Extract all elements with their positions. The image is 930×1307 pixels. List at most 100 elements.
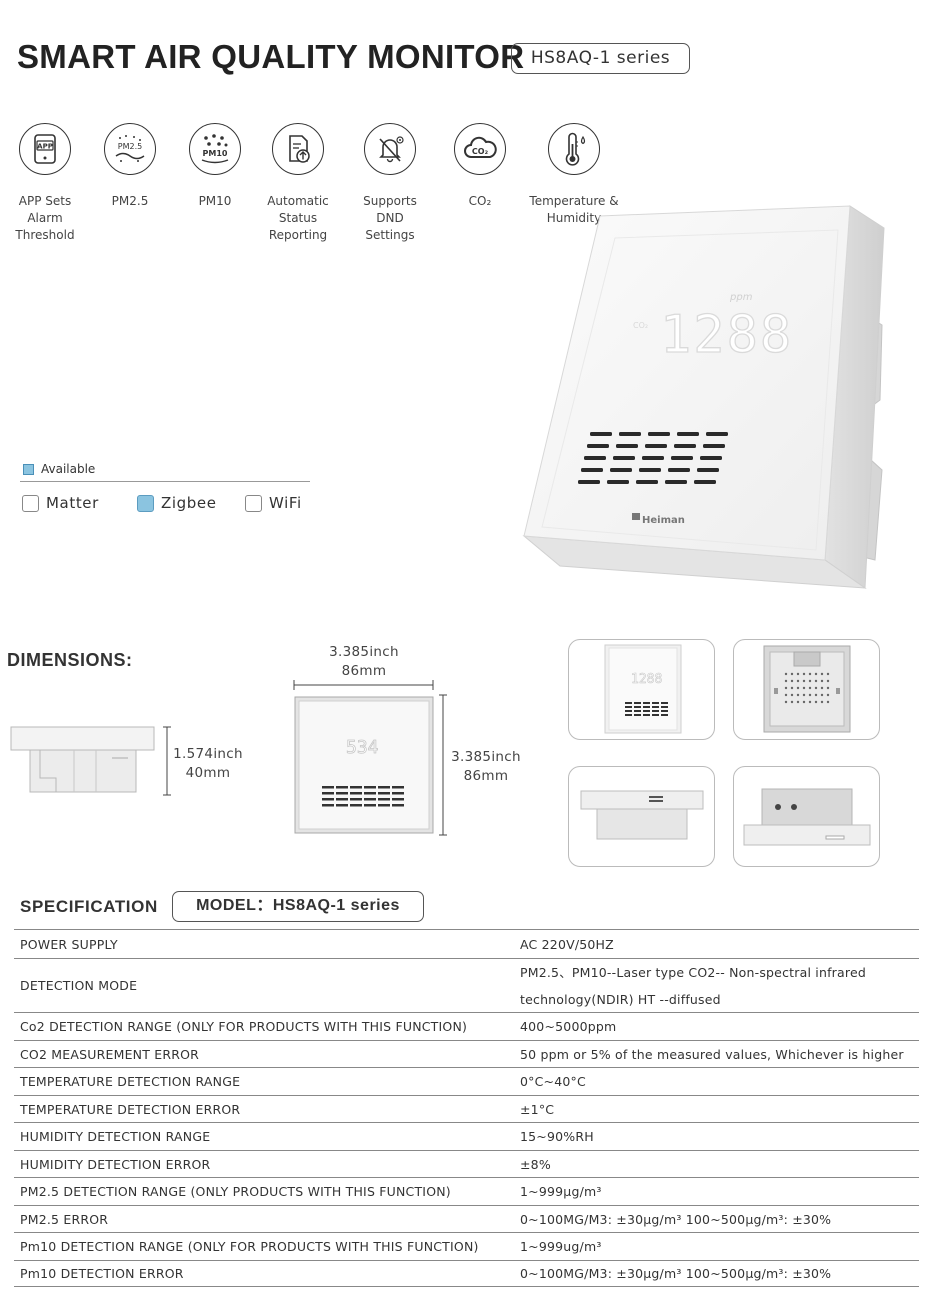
availability-legend: Available <box>23 462 95 476</box>
app-icon-text: APP <box>37 143 53 151</box>
spec-key: Pm10 DETECTION ERROR <box>20 1266 184 1281</box>
thumbnail-front: 1288 <box>568 639 715 740</box>
device-reading: 1288 <box>660 305 793 365</box>
spec-value: PM2.5、PM10--Laser type CO2-- Non-spectra… <box>520 965 866 980</box>
spec-key: TEMPERATURE DETECTION RANGE <box>20 1074 241 1089</box>
thumbnail-side <box>733 766 880 867</box>
feature-label: CO₂ <box>468 194 492 208</box>
spec-key: DETECTION MODE <box>20 978 138 993</box>
table-row: DETECTION MODE PM2.5、PM10--Laser type CO… <box>14 958 919 1012</box>
table-row: Co2 DETECTION RANGE (ONLY FOR PRODUCTS W… <box>14 1012 919 1040</box>
device-brand: Heiman <box>642 515 685 526</box>
vent-grille <box>578 432 728 484</box>
spec-value-line2: technology(NDIR) HT --diffused <box>520 992 721 1007</box>
spec-key: POWER SUPPLY <box>20 936 118 952</box>
protocol-wifi: WiFi <box>245 494 302 512</box>
feature-temp-humidity: Temperature & Humidity <box>524 123 624 227</box>
availability-divider <box>20 481 310 482</box>
thermometer-icon <box>548 123 600 175</box>
availability-legend-label: Available <box>41 462 96 476</box>
pm25-icon: PM2.5 <box>104 123 156 175</box>
feature-pm10: PM10 PM10 <box>165 123 265 210</box>
table-row: TEMPERATURE DETECTION RANGE 0°C~40°C <box>14 1067 919 1095</box>
spec-value: 400~5000ppm <box>520 1019 617 1034</box>
report-upload-icon <box>272 123 324 175</box>
front-reading: 534 <box>346 737 379 758</box>
side-view-image <box>10 726 155 793</box>
wifi-checkbox <box>245 494 262 512</box>
spec-value: 0°C~40°C <box>520 1074 586 1089</box>
product-image: ppm CO₂ 1288 Heiman <box>522 205 885 589</box>
matter-checkbox <box>22 494 39 512</box>
feature-label: Automatic Status Reporting <box>267 194 329 242</box>
dimensions-title: DIMENSIONS: <box>7 650 133 670</box>
feature-dnd: Supports DND Settings <box>340 123 440 244</box>
spec-value: 0~100MG/M3: ±30μg/m³ 100~500μg/m³: ±30% <box>520 1211 832 1227</box>
depth-inch: 1.574inch <box>173 746 243 762</box>
specification-title: SPECIFICATION <box>20 897 158 916</box>
protocol-label: WiFi <box>269 494 302 512</box>
width-dimension: 3.385inch 86mm <box>318 643 410 681</box>
co2-icon-text: CO₂ <box>472 147 489 156</box>
height-dimension: 3.385inch 86mm <box>448 748 524 786</box>
co2-cloud-icon: CO₂ <box>454 123 506 175</box>
spec-value: 1~999ug/m³ <box>520 1239 602 1254</box>
height-inch: 3.385inch <box>451 749 521 765</box>
pm10-icon: PM10 <box>189 123 241 175</box>
spec-value: 0~100MG/M3: ±30μg/m³ 100~500μg/m³: ±30% <box>520 1266 832 1281</box>
depth-mm: 40mm <box>185 765 231 781</box>
table-row: POWER SUPPLY AC 220V/50HZ <box>14 929 919 958</box>
pm10-icon-text: PM10 <box>203 149 228 158</box>
spec-value: 1~999μg/m³ <box>520 1184 602 1199</box>
width-mm: 86mm <box>341 663 387 679</box>
thumbnail-top <box>568 766 715 867</box>
spec-value: 50 ppm or 5% of the measured values, Whi… <box>520 1046 904 1062</box>
protocol-label: Zigbee <box>161 494 217 512</box>
width-dimension-line <box>293 680 434 690</box>
table-row: PM2.5 DETECTION RANGE (ONLY PRODUCTS WIT… <box>14 1177 919 1205</box>
spec-key: PM2.5 DETECTION RANGE (ONLY PRODUCTS WIT… <box>20 1184 451 1199</box>
brand-logo-icon <box>632 513 640 520</box>
table-row: TEMPERATURE DETECTION ERROR ±1°C <box>14 1095 919 1122</box>
zigbee-checkbox <box>137 494 154 512</box>
depth-dimension: 1.574inch 40mm <box>172 745 244 783</box>
spec-value: ±1°C <box>520 1101 555 1117</box>
spec-key: HUMIDITY DETECTION ERROR <box>20 1156 211 1172</box>
spec-value: AC 220V/50HZ <box>520 936 614 952</box>
feature-label: Supports DND Settings <box>363 194 417 242</box>
feature-label: PM10 <box>198 194 232 208</box>
table-row: PM2.5 ERROR 0~100MG/M3: ±30μg/m³ 100~500… <box>14 1205 919 1232</box>
table-row: HUMIDITY DETECTION ERROR ±8% <box>14 1150 919 1177</box>
feature-auto-report: Automatic Status Reporting <box>248 123 348 244</box>
protocol-matter: Matter <box>22 494 99 512</box>
available-swatch <box>23 463 34 475</box>
table-row: Pm10 DETECTION RANGE (ONLY FOR PRODUCTS … <box>14 1232 919 1260</box>
series-badge: HS8AQ-1 series <box>511 43 690 74</box>
spec-key: HUMIDITY DETECTION RANGE <box>20 1129 211 1144</box>
model-badge: MODEL：HS8AQ-1 series <box>172 891 424 922</box>
table-row: Pm10 DETECTION ERROR 0~100MG/M3: ±30μg/m… <box>14 1260 919 1287</box>
thumbnail-back <box>733 639 880 740</box>
spec-value: 15~90%RH <box>520 1129 594 1144</box>
spec-key: Co2 DETECTION RANGE (ONLY FOR PRODUCTS W… <box>20 1019 468 1034</box>
app-phone-icon: APP <box>19 123 71 175</box>
page-title: SMART AIR QUALITY MONITOR <box>17 38 525 75</box>
width-inch: 3.385inch <box>329 644 399 660</box>
feature-label: PM2.5 <box>111 194 149 208</box>
spec-key: TEMPERATURE DETECTION ERROR <box>20 1101 241 1117</box>
feature-pm25: PM2.5 PM2.5 <box>80 123 180 210</box>
height-mm: 86mm <box>463 768 509 784</box>
protocol-label: Matter <box>46 494 99 512</box>
spec-key: CO2 MEASUREMENT ERROR <box>20 1046 200 1062</box>
pm25-icon-text: PM2.5 <box>118 142 142 151</box>
feature-app-alarm: APP APP Sets Alarm Threshold <box>0 123 95 244</box>
spec-key: PM2.5 ERROR <box>20 1211 109 1227</box>
table-row: HUMIDITY DETECTION RANGE 15~90%RH <box>14 1122 919 1150</box>
bell-off-icon <box>364 123 416 175</box>
spec-value: ±8% <box>520 1156 551 1172</box>
depth-dimension-line <box>163 726 171 796</box>
protocol-zigbee: Zigbee <box>137 494 217 512</box>
specification-table: POWER SUPPLY AC 220V/50HZ DETECTION MODE… <box>14 929 919 1287</box>
spec-key: Pm10 DETECTION RANGE (ONLY FOR PRODUCTS … <box>20 1239 479 1254</box>
svg-text:1288: 1288 <box>631 672 662 687</box>
